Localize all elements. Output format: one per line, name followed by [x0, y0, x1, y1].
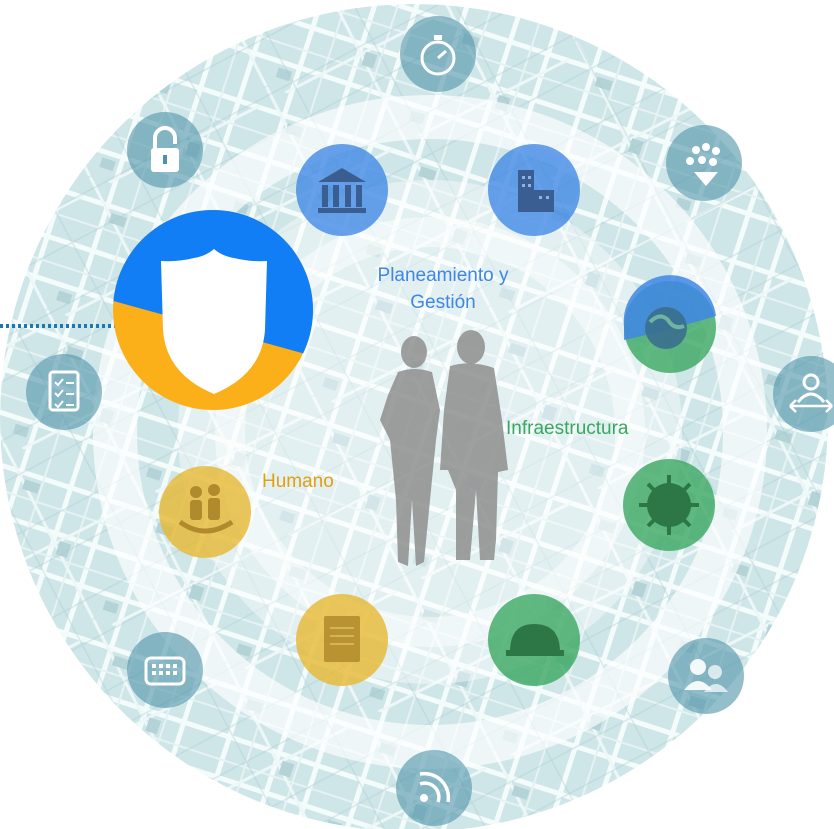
keyboard-icon[interactable]	[127, 632, 203, 708]
checklist-icon[interactable]	[26, 354, 102, 430]
lock-icon[interactable]	[127, 112, 203, 188]
label-infraestructura: Infraestructura	[506, 418, 629, 439]
label-planeamiento-line2: Gestión	[410, 292, 475, 313]
book-icon[interactable]	[296, 594, 388, 686]
virus-icon[interactable]	[623, 459, 715, 551]
inner-light-ring	[215, 217, 645, 647]
bank-icon[interactable]	[296, 144, 388, 236]
rss-icon[interactable]	[396, 750, 472, 826]
label-planeamiento-line1: Planeamiento y	[378, 265, 509, 286]
crowd-icon[interactable]	[666, 125, 742, 201]
shield-icon[interactable]	[110, 205, 320, 415]
buildings-icon[interactable]	[488, 144, 580, 236]
people-silhouette	[380, 330, 508, 566]
stopwatch-icon[interactable]	[400, 16, 476, 92]
cloud-icon[interactable]	[488, 594, 580, 686]
woman-silhouette	[380, 336, 440, 566]
globe-icon[interactable]	[623, 275, 716, 373]
family-icon[interactable]	[159, 466, 251, 558]
outer-light-ring	[93, 95, 767, 769]
users-icon[interactable]	[668, 638, 744, 714]
person-arrows-icon[interactable]	[773, 356, 834, 432]
label-humano: Humano	[262, 471, 334, 492]
man-silhouette	[440, 330, 508, 560]
